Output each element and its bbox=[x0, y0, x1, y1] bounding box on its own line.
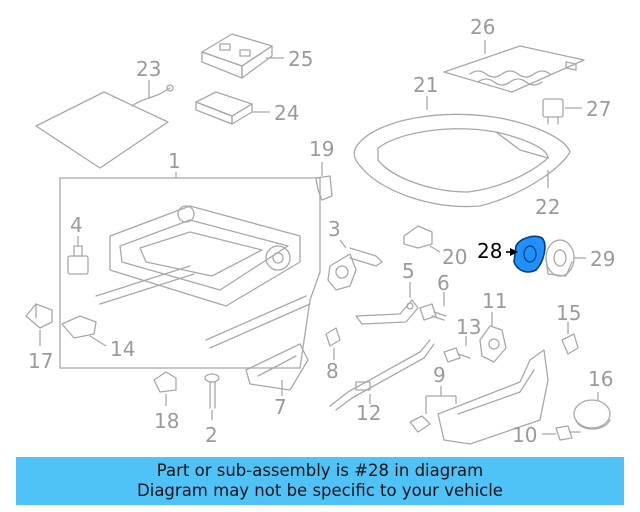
callout-17: 17 bbox=[28, 349, 53, 373]
callout-9: 9 bbox=[433, 363, 446, 387]
part-1-seat-frame bbox=[59, 172, 321, 369]
part-9-brackets bbox=[409, 386, 457, 433]
part-17-clip bbox=[25, 303, 53, 346]
part-28-bezel bbox=[506, 235, 546, 273]
callout-3: 3 bbox=[328, 217, 341, 241]
banner-line-1: Part or sub-assembly is #28 in diagram bbox=[156, 461, 484, 480]
part-10-screw bbox=[542, 425, 581, 441]
callout-5: 5 bbox=[402, 259, 415, 283]
part-27-connector bbox=[542, 98, 582, 125]
part-28-shape bbox=[513, 235, 546, 273]
callout-26: 26 bbox=[470, 15, 495, 39]
callout-11: 11 bbox=[482, 289, 507, 313]
callout-12: 12 bbox=[356, 401, 381, 425]
part-13-screw bbox=[443, 336, 471, 363]
callout-6: 6 bbox=[437, 271, 450, 295]
callout-29: 29 bbox=[590, 247, 615, 271]
callout-20: 20 bbox=[442, 245, 467, 269]
part-18-bracket bbox=[153, 371, 177, 406]
callout-24: 24 bbox=[274, 101, 299, 125]
part-26-heater-pad bbox=[443, 40, 585, 93]
info-banner: Part or sub-assembly is #28 in diagram D… bbox=[16, 457, 624, 505]
part-12-cable bbox=[329, 339, 435, 411]
callout-15: 15 bbox=[556, 301, 581, 325]
callout-7: 7 bbox=[274, 395, 287, 419]
info-banner-bg bbox=[16, 457, 624, 505]
callout-22: 22 bbox=[535, 195, 560, 219]
part-24-control-unit bbox=[195, 91, 270, 125]
callout-18: 18 bbox=[154, 409, 179, 433]
part-8-clip bbox=[325, 327, 341, 360]
part-19-bracket bbox=[315, 162, 333, 201]
part-5-lever bbox=[355, 282, 419, 325]
callout-4: 4 bbox=[70, 213, 83, 237]
part-25-module bbox=[201, 33, 284, 79]
part-11-plate bbox=[479, 312, 507, 363]
part-4-latch bbox=[67, 236, 89, 275]
part-29-knob bbox=[545, 239, 586, 277]
callout-1: 1 bbox=[168, 149, 181, 173]
part-23-sensor-mat bbox=[35, 80, 174, 169]
callout-23: 23 bbox=[136, 57, 161, 81]
part-6-bolt bbox=[419, 292, 447, 321]
callout-25: 25 bbox=[288, 47, 313, 71]
part-16-cap bbox=[573, 392, 611, 430]
callout-13: 13 bbox=[456, 315, 481, 339]
part-14-cover bbox=[61, 315, 107, 347]
callout-27: 27 bbox=[586, 97, 611, 121]
part-7-trim bbox=[245, 343, 309, 396]
callout-8: 8 bbox=[326, 359, 339, 383]
side-trim-panel bbox=[437, 349, 549, 445]
callout-16: 16 bbox=[588, 367, 613, 391]
banner-line-2: Diagram may not be specific to your vehi… bbox=[137, 481, 503, 500]
callout-14: 14 bbox=[110, 337, 135, 361]
callout-2: 2 bbox=[205, 423, 218, 447]
part-21-seat-cushion bbox=[353, 96, 571, 208]
part-3-motor bbox=[327, 239, 383, 291]
callout-19: 19 bbox=[309, 137, 334, 161]
part-15-clip bbox=[561, 322, 579, 355]
callout-21: 21 bbox=[413, 73, 438, 97]
part-20-clip bbox=[403, 225, 441, 253]
callout-10: 10 bbox=[512, 423, 537, 447]
part-2-bolt bbox=[204, 373, 220, 420]
callout-28: 28 bbox=[477, 239, 502, 263]
